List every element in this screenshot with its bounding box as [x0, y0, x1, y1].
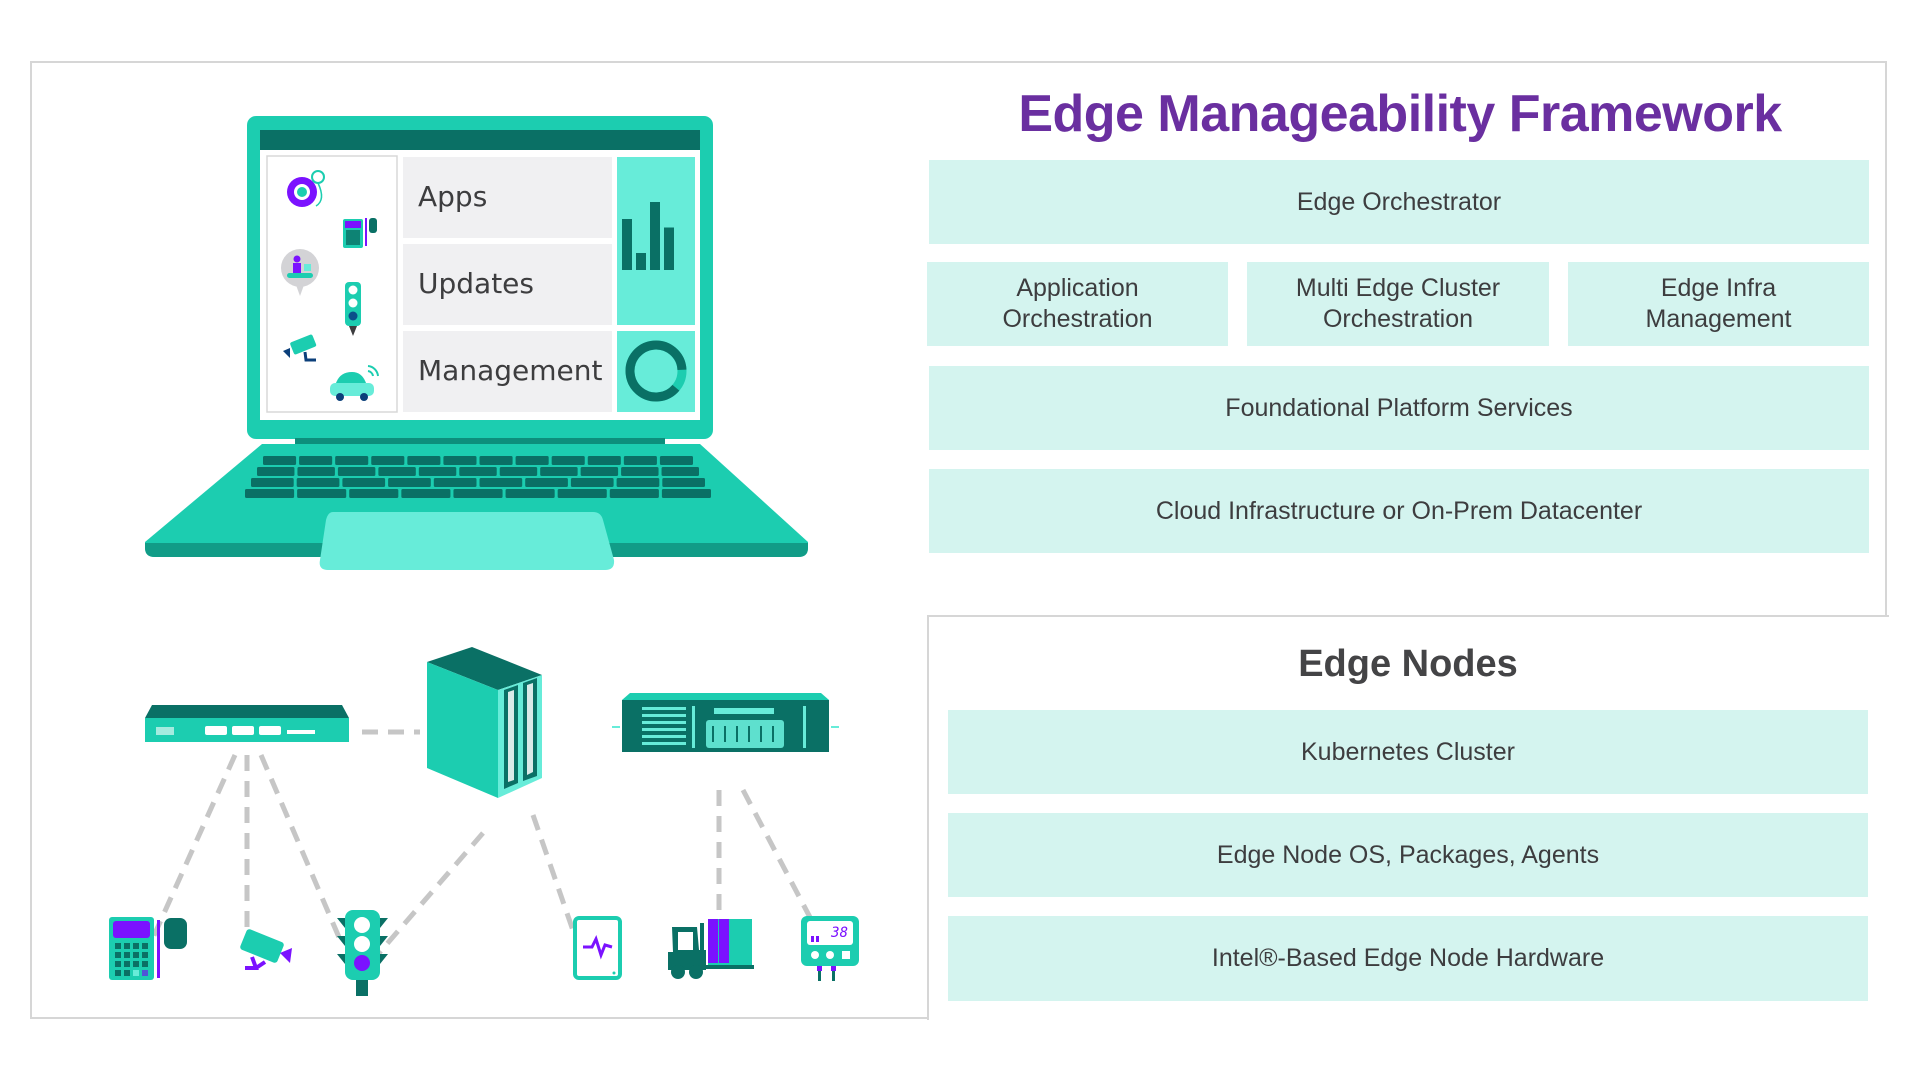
keyboard-key — [257, 467, 295, 476]
keyboard-key — [616, 478, 660, 487]
keyboard-key — [401, 489, 451, 498]
link-switch-trafficlight — [258, 754, 344, 943]
security-camera-endpoint-icon — [240, 929, 292, 970]
cloud-infrastructure-box: Cloud Infrastructure or On-Prem Datacent… — [929, 469, 1869, 553]
keyboard-key — [479, 478, 523, 487]
keyboard-key — [418, 467, 457, 476]
payment-terminal-endpoint-icon — [109, 917, 187, 980]
laptop-menu-row-apps — [403, 157, 612, 238]
keyboard-key — [245, 489, 295, 498]
keyboard-key — [388, 478, 431, 487]
application-orchestration-box: Application Orchestration — [927, 262, 1228, 346]
link-switch-terminal — [149, 753, 238, 942]
keyboard-key — [407, 456, 441, 465]
keyboard-key — [453, 489, 503, 498]
multi-edge-cluster-orchestration-box: Multi Edge Cluster Orchestration — [1247, 262, 1549, 346]
edge-nodes-title: Edge Nodes — [1298, 643, 1518, 685]
laptop-trackpad — [319, 512, 615, 570]
keyboard-key — [623, 456, 657, 465]
factory-worker-icon — [281, 249, 319, 296]
keyboard-key — [661, 489, 711, 498]
laptop-keyboard — [245, 456, 711, 498]
keyboard-key — [263, 456, 297, 465]
security-camera-icon — [283, 334, 317, 362]
keyboard-key — [557, 489, 607, 498]
keyboard-key — [349, 489, 399, 498]
keyboard-key — [505, 489, 555, 498]
bar-chart-icon — [622, 202, 674, 270]
keyboard-key — [499, 467, 538, 476]
keyboard-key — [378, 467, 416, 476]
keyboard-key — [342, 478, 386, 487]
forklift-endpoint-icon — [668, 919, 754, 979]
bar-chart-bar — [664, 227, 674, 270]
keyboard-key — [296, 478, 340, 487]
bar-chart-bar — [622, 219, 632, 270]
keyboard-key — [515, 456, 549, 465]
foundational-platform-services-box: Foundational Platform Services — [929, 366, 1869, 450]
keyboard-key — [297, 489, 347, 498]
keyboard-key — [662, 478, 705, 487]
temperature-controller-endpoint-icon: 38 — [801, 916, 859, 981]
laptop-menu-apps: Apps — [418, 180, 488, 213]
keyboard-key — [479, 456, 513, 465]
tower-server-icon — [427, 647, 542, 798]
keyboard-key — [433, 478, 477, 487]
keyboard-key — [299, 456, 333, 465]
keyboard-key — [251, 478, 294, 487]
keyboard-key — [570, 478, 614, 487]
laptop-illustration — [145, 116, 808, 570]
edge-node-hardware-box: Intel®-Based Edge Node Hardware — [948, 916, 1868, 1001]
kubernetes-cluster-box: Kubernetes Cluster — [948, 710, 1868, 794]
rack-server-icon — [612, 693, 839, 752]
edge-node-os-box: Edge Node OS, Packages, Agents — [948, 813, 1868, 897]
laptop-menu-row-management — [403, 331, 612, 412]
traffic-light-icon — [345, 282, 361, 336]
medical-tablet-endpoint-icon — [573, 916, 622, 980]
keyboard-key — [580, 467, 619, 476]
donut-chart-icon — [625, 340, 687, 402]
keyboard-key — [587, 456, 621, 465]
bar-chart-bar — [636, 253, 646, 270]
keyboard-key — [551, 456, 585, 465]
edge-infra-management-box: Edge Infra Management — [1568, 262, 1869, 346]
network-switch-icon — [145, 705, 349, 742]
keyboard-key — [621, 467, 659, 476]
bar-chart-bar — [650, 202, 660, 270]
tire-pressure-icon — [287, 170, 325, 207]
keyboard-key — [459, 467, 497, 476]
keyboard-key — [337, 467, 376, 476]
framework-title: Edge Manageability Framework — [1018, 85, 1782, 143]
laptop-menu-row-updates — [403, 244, 612, 325]
laptop-title-bar — [260, 130, 700, 150]
keyboard-key — [659, 456, 693, 465]
link-server-trafficlight — [371, 831, 485, 962]
traffic-light-endpoint-icon — [337, 910, 388, 996]
connected-car-icon — [330, 365, 379, 401]
keyboard-key — [443, 456, 477, 465]
keyboard-key — [525, 478, 568, 487]
keyboard-key — [297, 467, 335, 476]
keyboard-key — [661, 467, 699, 476]
controller-display-value: 38 — [830, 925, 848, 941]
keyboard-key — [335, 456, 369, 465]
keyboard-key — [540, 467, 578, 476]
laptop-menu-management: Management — [418, 354, 603, 387]
link-server-tablet — [530, 814, 580, 943]
keyboard-key — [371, 456, 405, 465]
keyboard-key — [609, 489, 659, 498]
connection-lines — [149, 729, 826, 962]
laptop-menu-updates: Updates — [418, 267, 534, 300]
laptop-hinge — [295, 438, 665, 444]
edge-orchestrator-box: Edge Orchestrator — [929, 160, 1869, 244]
payment-terminal-icon — [343, 218, 377, 248]
